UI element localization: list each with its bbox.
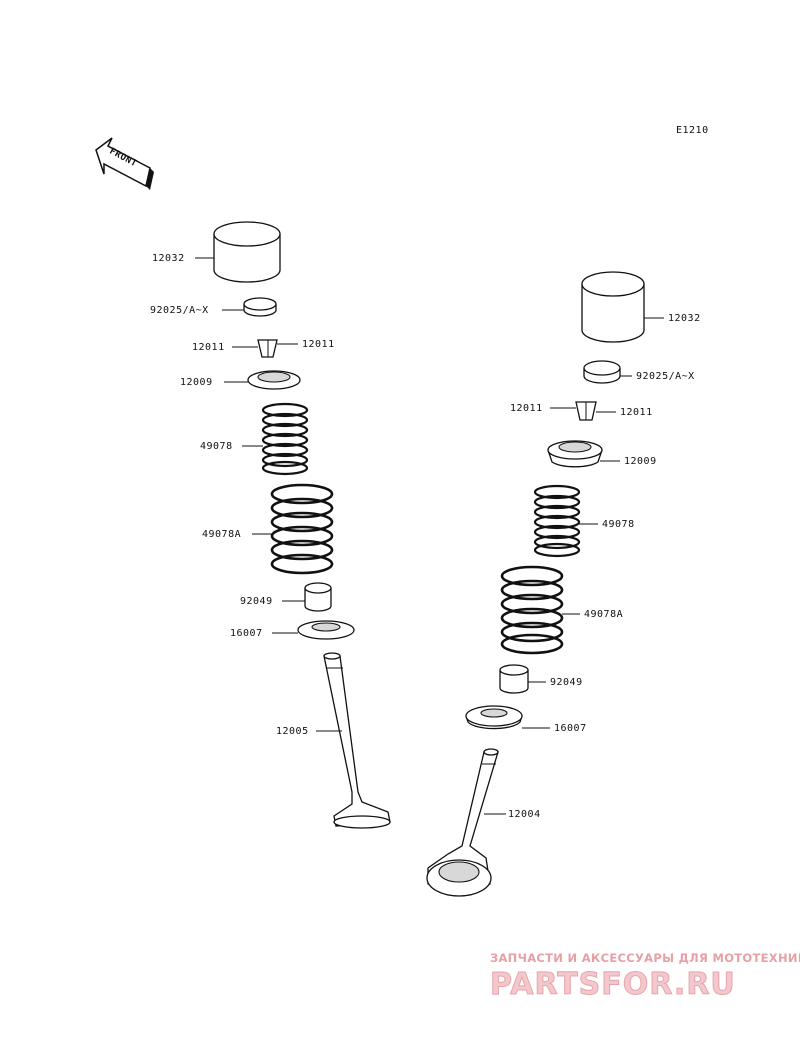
right-outer-spring-label: 49078A (584, 609, 623, 620)
left-cotter-label-a: 12011 (192, 342, 225, 353)
right-retainer-label: 12009 (624, 456, 657, 467)
right-inner-spring-label: 49078 (602, 519, 635, 530)
right-seat-label: 16007 (554, 723, 587, 734)
left-seal-label: 92049 (240, 596, 273, 607)
right-cotter-label-b: 12011 (620, 407, 653, 418)
right-tappet (581, 271, 645, 343)
right-seal (499, 664, 529, 694)
watermark-tagline: ЗАПЧАСТИ И АКСЕССУАРЫ ДЛЯ МОТОТЕХНИКИ (490, 951, 800, 965)
watermark: ЗАПЧАСТИ И АКСЕССУАРЫ ДЛЯ МОТОТЕХНИКИ PA… (490, 951, 800, 1003)
right-valve-label: 12004 (508, 809, 541, 820)
right-valve-assembly: 12032 92025/A~X 12011 12011 12009 (426, 271, 701, 897)
right-outer-spring (500, 565, 564, 655)
right-shim-label: 92025/A~X (636, 371, 695, 382)
right-inner-spring (533, 484, 581, 558)
right-spring-seat (465, 705, 523, 730)
right-shim (583, 360, 621, 384)
left-tappet-label: 12032 (152, 253, 185, 264)
left-retainer-label: 12009 (180, 377, 213, 388)
left-shim-label: 92025/A~X (150, 305, 209, 316)
left-cotter-label-b: 12011 (302, 339, 335, 350)
right-cotters (575, 401, 597, 421)
left-outer-spring-label: 49078A (202, 529, 241, 540)
left-retainer (247, 370, 301, 390)
diagram-code: E1210 (676, 125, 709, 136)
left-seal (304, 582, 332, 612)
right-seal-label: 92049 (550, 677, 583, 688)
left-valve-label: 12005 (276, 726, 309, 737)
right-retainer (547, 440, 603, 468)
watermark-brand: PARTSFOR.RU (490, 967, 736, 1002)
left-seat-label: 16007 (230, 628, 263, 639)
right-cotter-label-a: 12011 (510, 403, 543, 414)
left-spring-seat (297, 620, 355, 640)
left-valve (323, 652, 391, 829)
left-shim (243, 297, 277, 317)
left-cotters (257, 339, 278, 358)
right-tappet-label: 12032 (668, 313, 701, 324)
right-valve (426, 748, 499, 897)
left-inner-spring-label: 49078 (200, 441, 233, 452)
front-arrow-icon: FRONT (95, 137, 154, 190)
left-inner-spring (261, 402, 309, 476)
left-outer-spring (270, 483, 334, 575)
left-valve-assembly: 12032 92025/A~X 12011 12011 12009 (150, 221, 391, 829)
left-tappet (213, 221, 281, 283)
